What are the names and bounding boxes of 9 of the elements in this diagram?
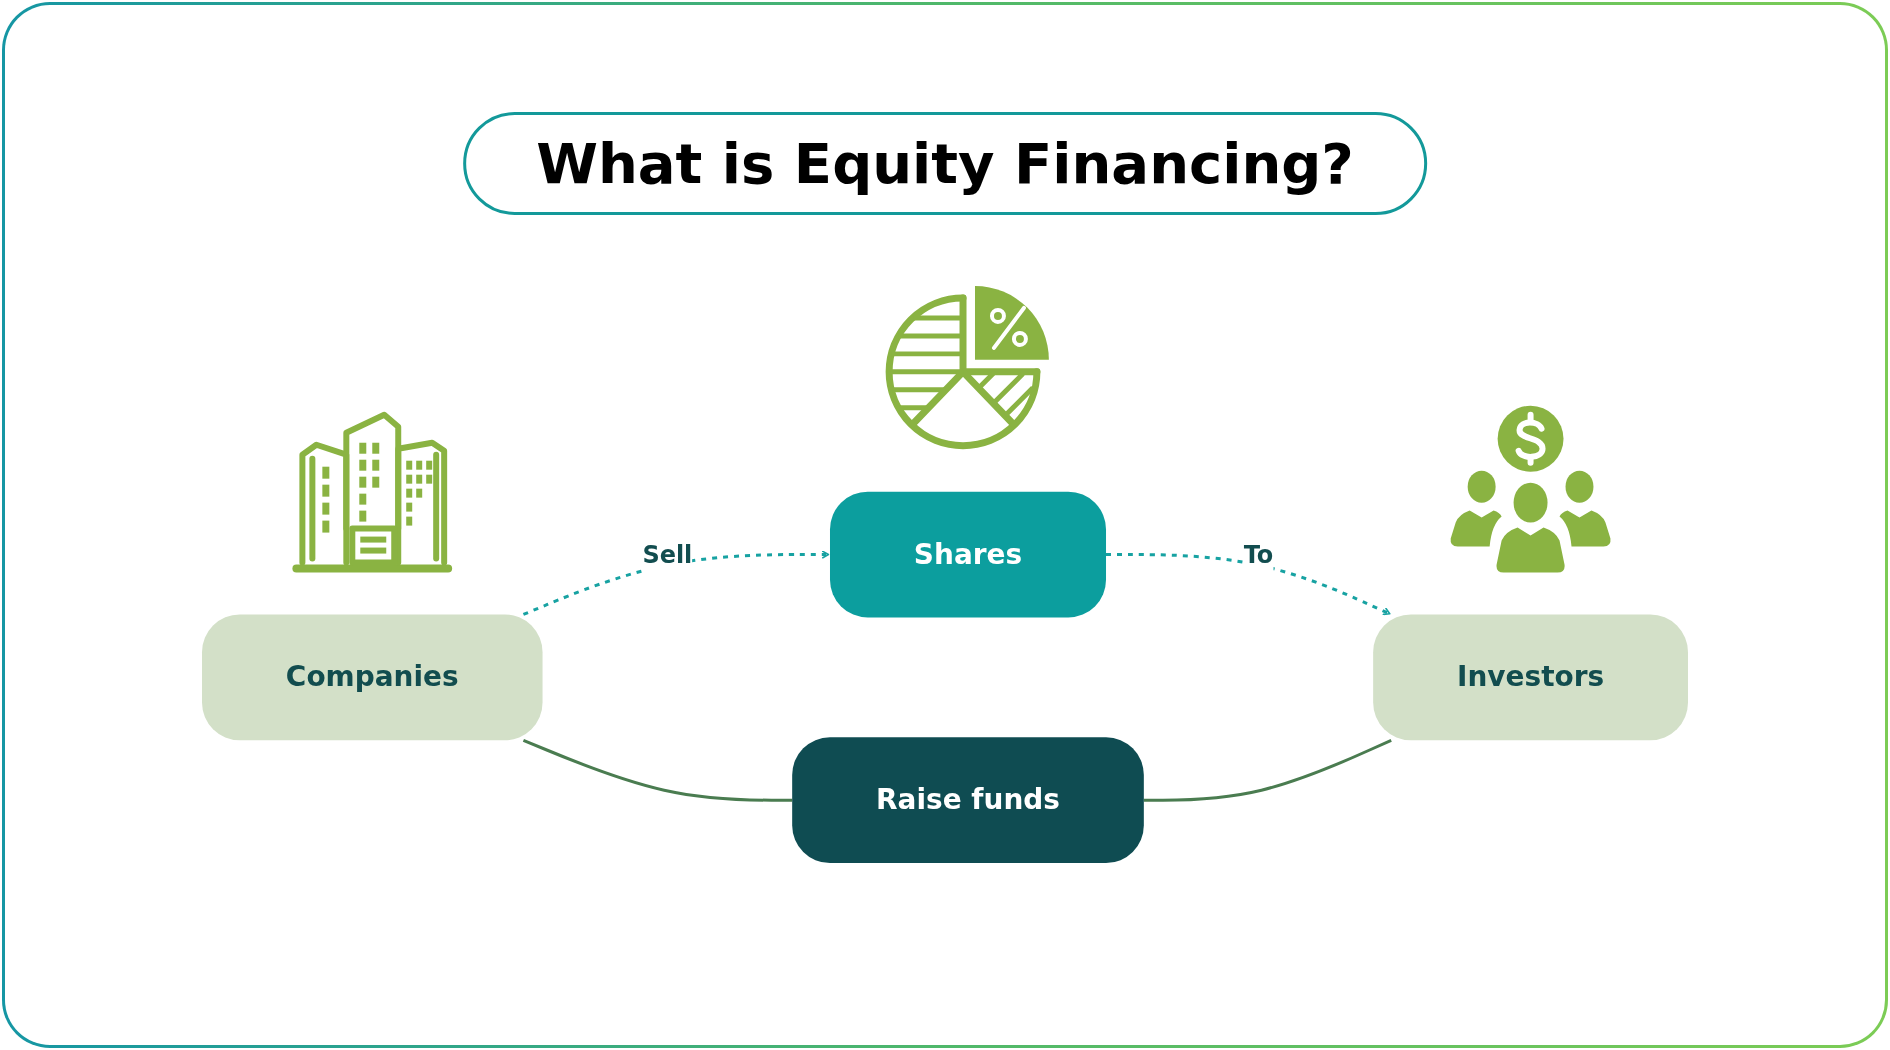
process-box: Raise funds (792, 737, 1144, 864)
process-box: Shares (830, 492, 1106, 618)
process-box: Investors (1373, 614, 1688, 741)
arrow (522, 551, 830, 617)
arrow (1106, 553, 1391, 616)
title: What is Equity Financing? (463, 112, 1427, 215)
process-box: Companies (202, 614, 543, 741)
connector-line (522, 739, 793, 803)
connector-line (1143, 739, 1392, 803)
